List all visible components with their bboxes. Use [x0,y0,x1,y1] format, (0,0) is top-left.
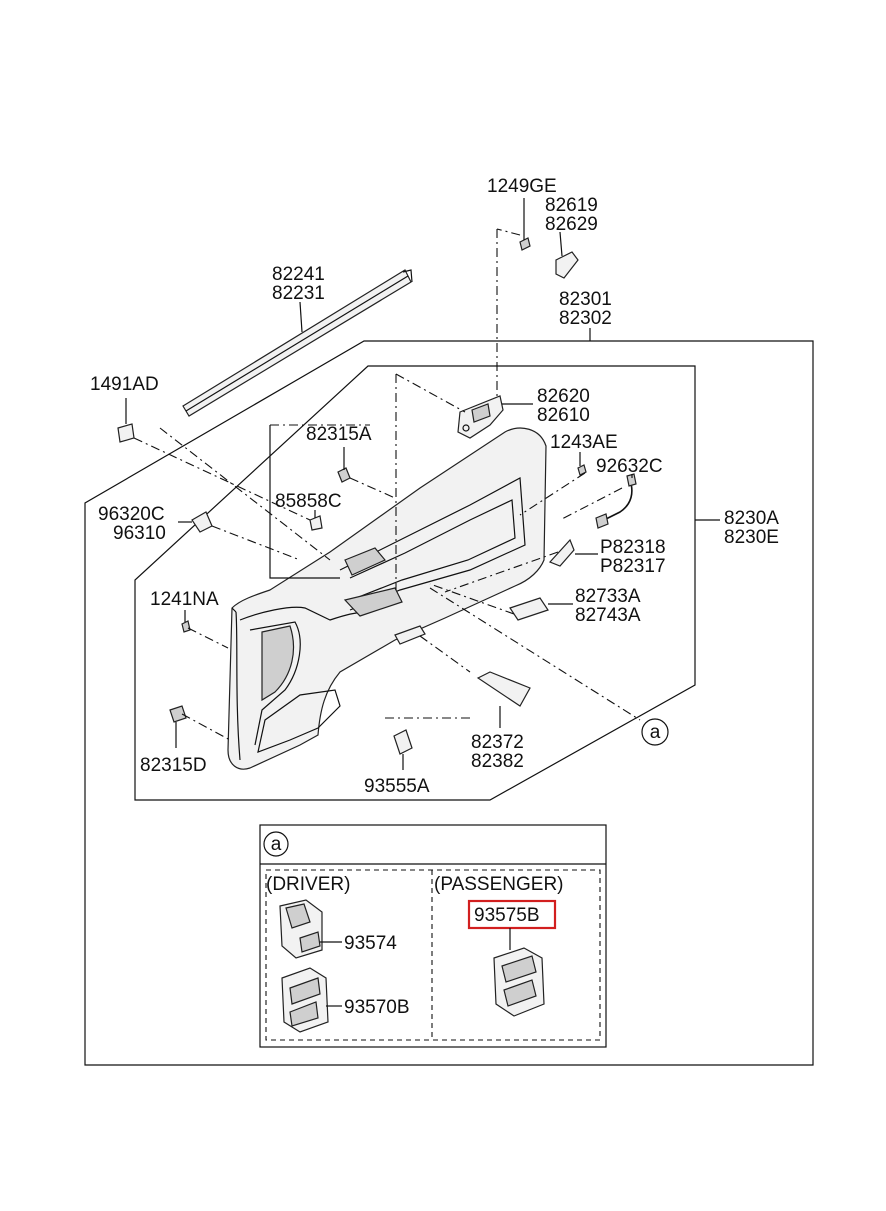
label-1241NA: 1241NA [150,589,219,610]
inner-link-line [269,425,340,579]
label-93555A: 93555A [364,776,430,797]
inside-handle-part [457,395,504,439]
label-82301: 82301 [559,289,612,310]
label-96310: 96310 [113,523,166,544]
clip-82315A [337,467,351,483]
label-1243AE: 1243AE [550,432,618,453]
label-82302: 82302 [559,308,612,329]
pad-82372 [476,671,531,707]
label-82733A: 82733A [575,586,641,607]
label-93574: 93574 [344,933,397,954]
driver-header: (DRIVER) [266,874,350,895]
cap-82619 [555,251,579,279]
door-trim-panel [227,427,547,770]
bulb-93555A [393,729,413,755]
dashed-leaders [133,228,641,741]
clip-82315D [169,705,187,723]
label-1249GE: 1249GE [487,176,557,197]
label-1491AD: 1491AD [90,374,159,395]
bracket-96320C [191,511,213,533]
detail-ref-label: a [271,834,282,855]
label-82372: 82372 [471,732,524,753]
label-P82317: P82317 [600,556,666,577]
label-8230A: 8230A [724,508,779,529]
weatherstrip-part [182,269,413,417]
assembly-frame [84,340,814,1066]
wire-92632C [595,473,637,529]
screw-1241NA [181,620,191,633]
label-P82318: P82318 [600,537,666,558]
label-82241: 82241 [272,264,325,285]
clip-1491AD [117,423,135,443]
panel-frame [134,365,696,801]
label-82231: 82231 [272,283,325,304]
switch-93570B-part [281,967,329,1033]
label-82315A: 82315A [306,424,372,445]
label-82315D: 82315D [140,755,207,776]
label-92632C: 92632C [596,456,663,477]
screw-1243AE [577,464,587,476]
label-8230E: 8230E [724,527,779,548]
switch-93574-part [279,899,323,959]
label-93570B: 93570B [344,997,410,1018]
label-93575B: 93575B [474,905,540,926]
detail-box-a: a [259,824,607,1048]
pad-82733A [509,597,549,621]
screw-1249GE [519,237,531,251]
label-82619: 82619 [545,195,598,216]
clip-85858C [309,515,323,531]
label-82382: 82382 [471,751,524,772]
label-82620: 82620 [537,386,590,407]
label-96320C: 96320C [98,504,165,525]
bracket-P82318 [548,538,575,567]
leader-lines [125,198,720,770]
label-82610: 82610 [537,405,590,426]
highlight-box-93575B [467,899,557,930]
ref-circle-a [641,718,669,746]
ref-a-label: a [650,722,661,743]
label-85858C: 85858C [275,491,342,512]
passenger-header: (PASSENGER) [434,874,564,895]
label-82743A: 82743A [575,605,641,626]
label-82629: 82629 [545,214,598,235]
switch-93575B-part [493,947,545,1017]
